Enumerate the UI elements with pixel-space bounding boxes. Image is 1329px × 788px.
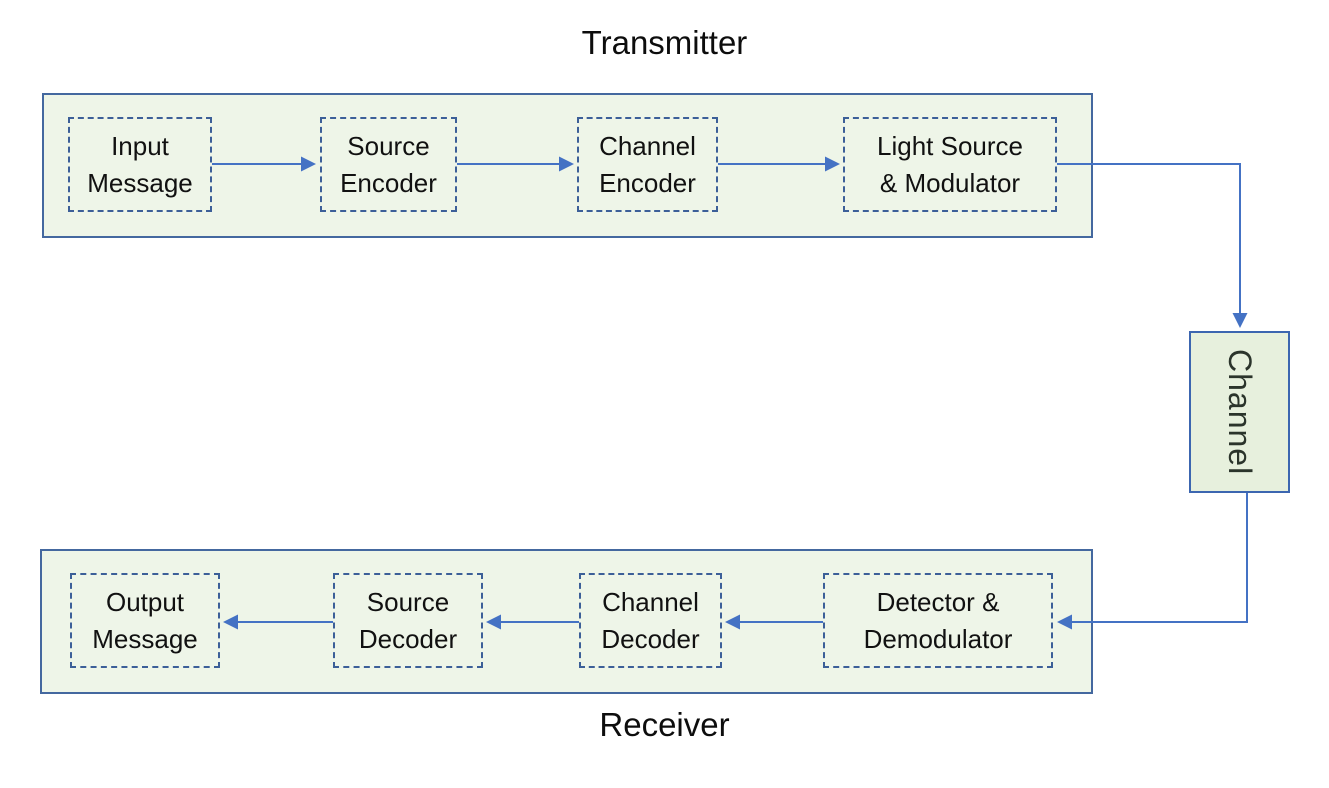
node-channel-encoder-label: Channel Encoder xyxy=(599,130,696,198)
node-output-message-label: Output Message xyxy=(92,586,198,654)
node-channel-label: Channel xyxy=(1222,348,1258,476)
node-light-source-modulator-label: Light Source & Modulator xyxy=(877,130,1023,198)
receiver-title: Receiver xyxy=(599,706,730,743)
node-source-encoder-label: Source Encoder xyxy=(340,130,437,198)
node-detector-demodulator-label: Detector & Demodulator xyxy=(863,586,1013,654)
node-source-decoder: Source Decoder xyxy=(333,573,483,668)
node-source-encoder: Source Encoder xyxy=(320,117,457,212)
node-channel-decoder-label: Channel Decoder xyxy=(601,586,700,654)
node-output-message: Output Message xyxy=(70,573,220,668)
node-input-message: Input Message xyxy=(68,117,212,212)
node-light-source-modulator: Light Source & Modulator xyxy=(843,117,1057,212)
transmitter-title: Transmitter xyxy=(581,24,748,61)
node-channel-decoder: Channel Decoder xyxy=(579,573,722,668)
node-detector-demodulator: Detector & Demodulator xyxy=(823,573,1053,668)
node-channel: Channel xyxy=(1189,331,1290,493)
node-channel-encoder: Channel Encoder xyxy=(577,117,718,212)
node-source-decoder-label: Source Decoder xyxy=(358,586,458,654)
node-input-message-label: Input Message xyxy=(87,130,193,198)
